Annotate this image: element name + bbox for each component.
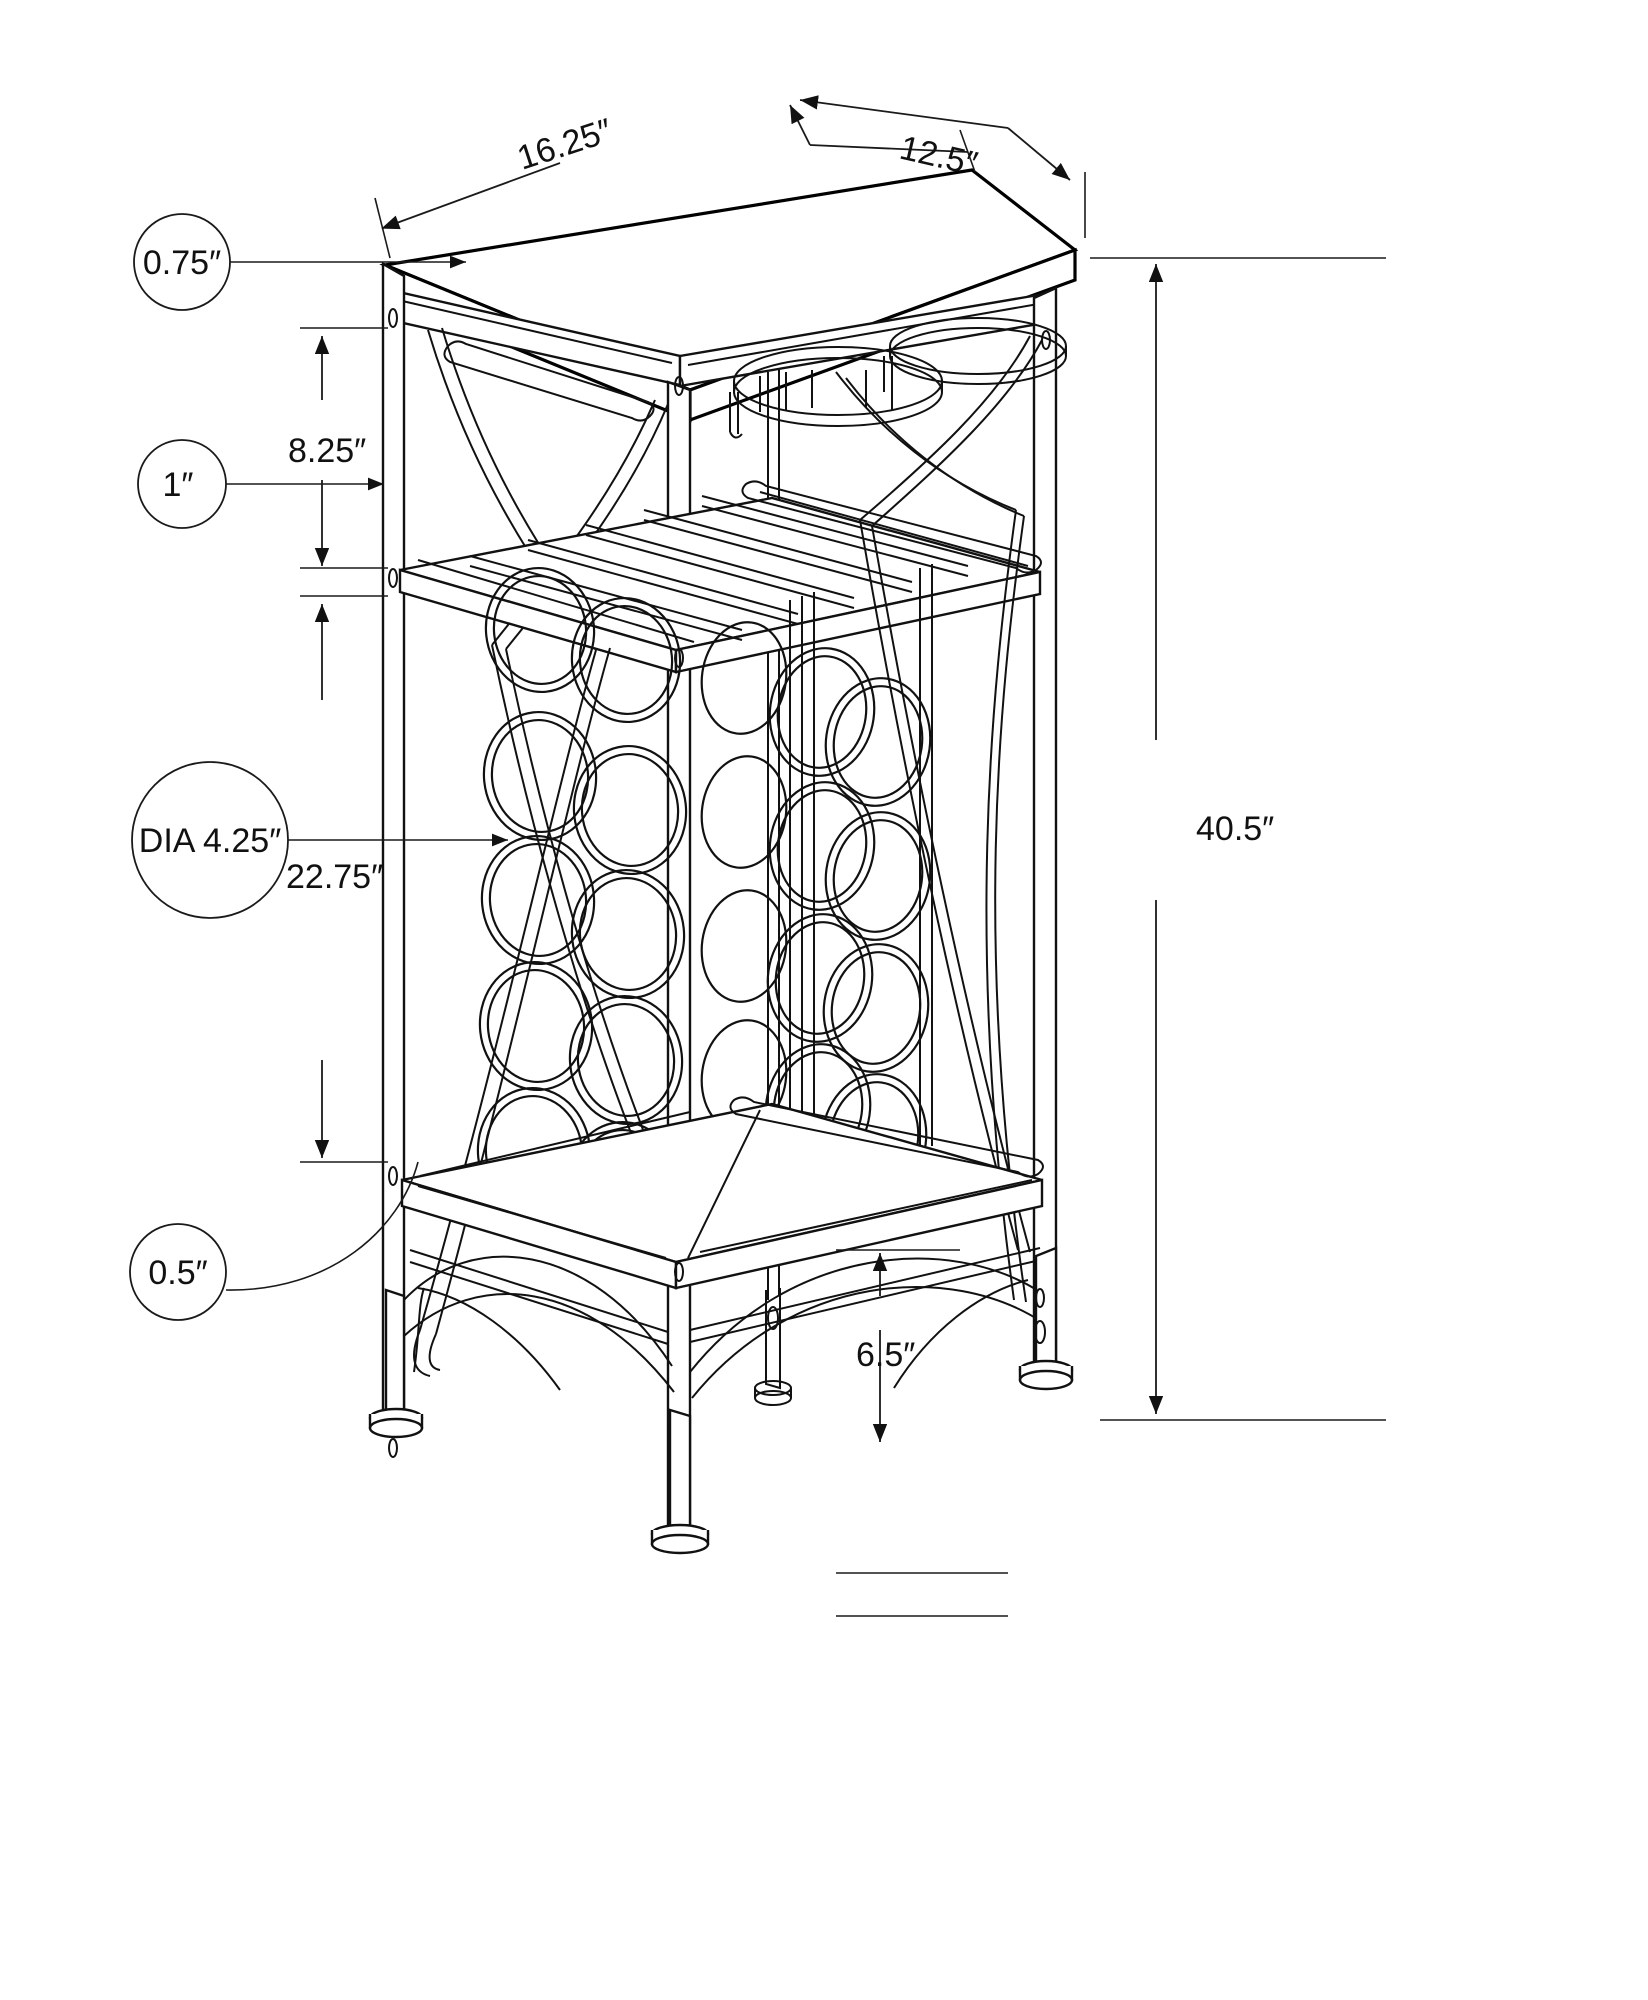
callout-top-thickness-label: 0.75″	[143, 244, 221, 282]
callout-rod-diameter[interactable]: 0.5″	[129, 1161, 419, 1321]
callout-frame-tube[interactable]: 1″	[137, 439, 384, 529]
right-side-curve-braces-upper	[835, 335, 1043, 527]
right-side-curve-braces-lower	[859, 509, 1031, 1303]
upper-frame-rails	[388, 288, 1052, 388]
dimension-leg-clearance-label: 6.5″	[856, 1336, 915, 1374]
table-top-panel	[379, 168, 1079, 423]
dimension-upper-gap: 8.25″	[288, 327, 388, 569]
callout-bottle-diameter-label: DIA 4.25″	[139, 822, 281, 860]
dimension-top-depth-label: 12.5″	[896, 129, 981, 184]
dimension-upper-gap-label: 8.25″	[288, 432, 366, 470]
furniture-illustration	[368, 168, 1079, 1555]
bottom-shelf	[400, 1096, 1044, 1345]
dimension-top-depth: 12.5″	[799, 95, 1086, 238]
dimension-top-width-label: 16.25″	[513, 111, 617, 177]
callout-top-thickness[interactable]: 0.75″	[133, 213, 466, 311]
dimension-leg-clearance: 6.5″	[836, 1249, 1008, 1617]
legs-and-feet	[368, 1246, 1074, 1555]
callout-frame-tube-label: 1″	[163, 466, 194, 504]
dimension-rack-height: 22.75″	[286, 595, 388, 1163]
lower-arched-braces	[403, 1255, 1043, 1399]
upper-left-bar	[443, 340, 655, 422]
callout-rod-diameter-balloon[interactable]	[129, 1223, 227, 1321]
callout-rod-diameter-label: 0.5″	[148, 1254, 207, 1292]
fastener-holes	[388, 308, 1051, 1458]
dimension-overall-height: 40.5″	[1090, 257, 1386, 1421]
callout-bottle-diameter[interactable]: DIA 4.25″	[131, 761, 508, 919]
dimension-overall-height-label: 40.5″	[1196, 810, 1274, 848]
dimension-rack-height-label: 22.75″	[286, 858, 383, 896]
rear-vertical-slats	[789, 564, 933, 1180]
middle-shelf	[398, 480, 1042, 674]
glass-holder-hoops	[729, 317, 1067, 439]
